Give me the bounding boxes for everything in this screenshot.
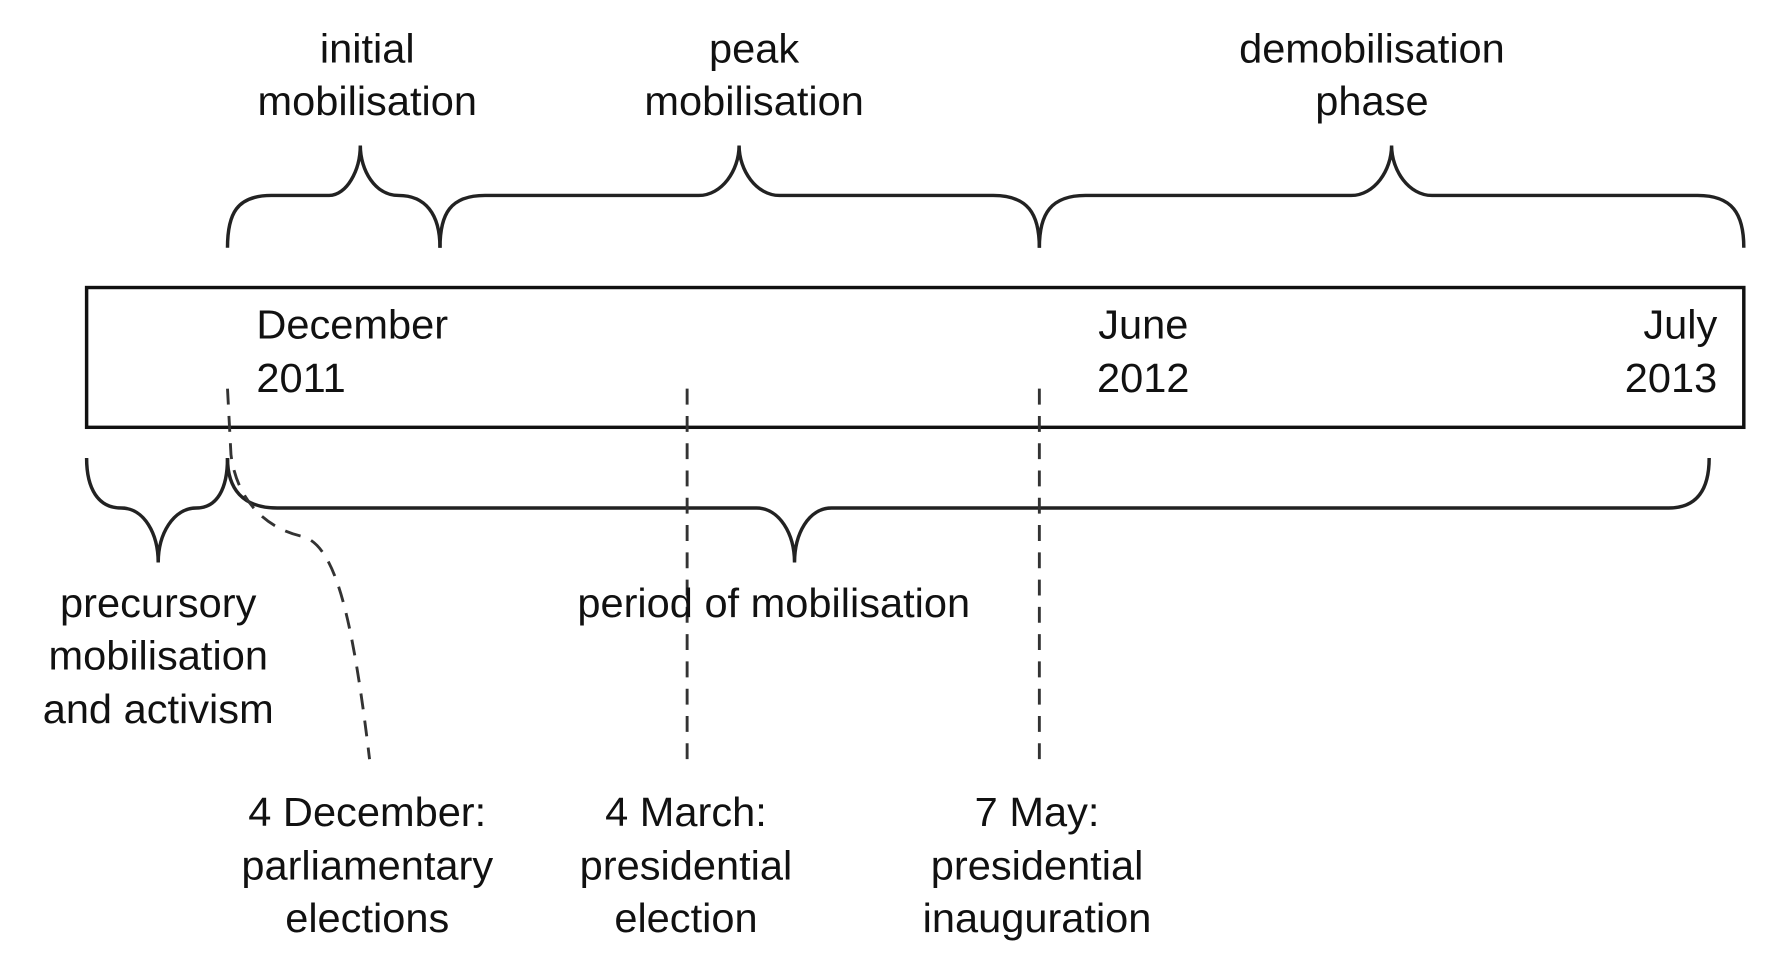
timeline-bar bbox=[84, 285, 1746, 430]
event-parliamentary-line2: parliamentary bbox=[241, 843, 493, 889]
brace-peak bbox=[438, 145, 1042, 248]
phase-precursory-line3: and activism bbox=[43, 686, 274, 732]
brace-initial bbox=[225, 145, 442, 248]
event-inauguration-line1: 7 May: bbox=[975, 790, 1100, 836]
phase-period: period of mobilisation bbox=[577, 580, 970, 626]
event-line-parliamentary bbox=[226, 388, 371, 760]
phase-demob-line2: phase bbox=[1315, 78, 1428, 124]
event-inauguration-line2: presidential bbox=[931, 843, 1144, 889]
date-end-month: July bbox=[1643, 302, 1717, 348]
phase-demob-line1: demobilisation bbox=[1239, 26, 1505, 72]
event-election-line1: 4 March: bbox=[605, 790, 767, 836]
phase-precursory-line1: precursory bbox=[60, 580, 257, 626]
date-start-year: 2011 bbox=[256, 355, 345, 401]
date-middle-month: June bbox=[1098, 302, 1188, 348]
phase-peak-line1: peak bbox=[709, 26, 800, 72]
date-middle-year: 2012 bbox=[1097, 355, 1189, 401]
phase-peak-line2: mobilisation bbox=[644, 78, 863, 124]
event-parliamentary-line3: elections bbox=[285, 895, 449, 941]
phase-precursory-line2: mobilisation bbox=[48, 633, 267, 679]
event-parliamentary-line1: 4 December: bbox=[248, 790, 486, 836]
phase-initial-line1: initial bbox=[320, 26, 415, 72]
event-election-line3: election bbox=[614, 895, 757, 941]
brace-precursory bbox=[84, 457, 230, 563]
date-start-month: December bbox=[256, 302, 448, 348]
brace-period bbox=[225, 457, 1711, 563]
event-election-line2: presidential bbox=[580, 843, 793, 889]
event-inauguration-line3: inauguration bbox=[923, 895, 1152, 941]
date-end-year: 2013 bbox=[1625, 355, 1717, 401]
brace-demob bbox=[1037, 145, 1746, 248]
phase-initial-line2: mobilisation bbox=[258, 78, 477, 124]
